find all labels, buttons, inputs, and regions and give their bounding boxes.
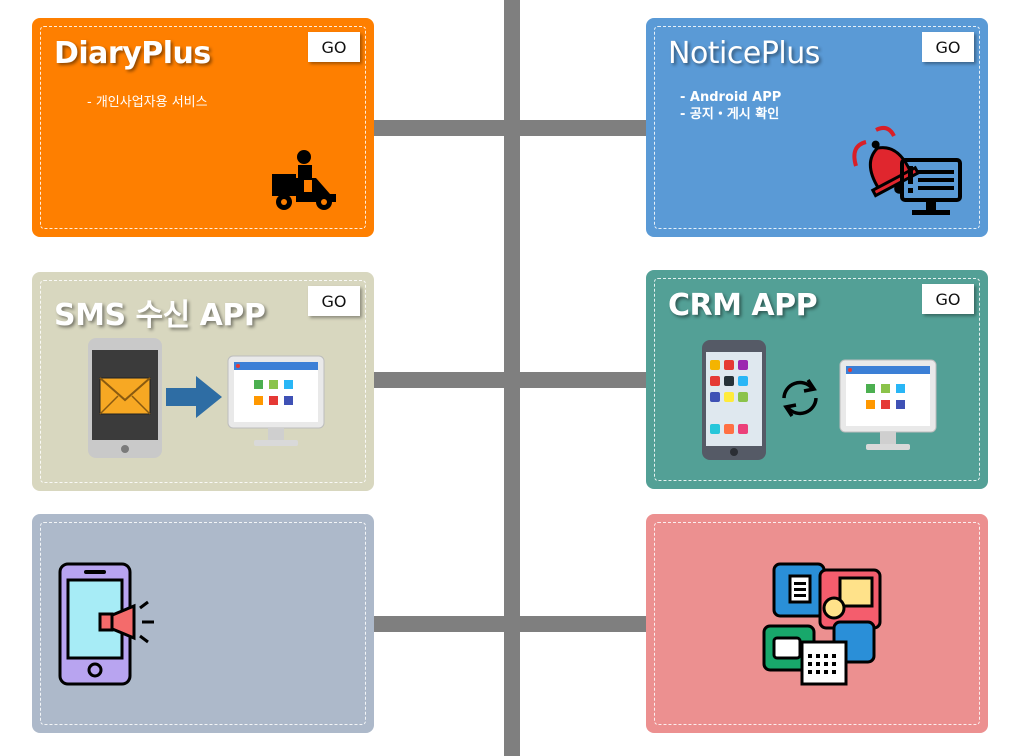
notification-bell-monitor-icon	[852, 126, 962, 215]
card-dashed-border	[40, 522, 366, 725]
connector-left-1	[374, 120, 504, 136]
connector-right-1	[520, 120, 646, 136]
card-dashed-border	[654, 278, 980, 481]
promo-app-card[interactable]	[32, 514, 374, 733]
card-title: SMS 수신 APP	[54, 298, 266, 333]
app-collage-icon	[762, 562, 882, 686]
card-description-line-1: - Android APP	[680, 90, 782, 105]
phone-megaphone-icon	[58, 562, 154, 686]
apps-collage-card[interactable]	[646, 514, 988, 733]
card-dashed-border	[654, 26, 980, 229]
go-button[interactable]: GO	[922, 284, 974, 314]
smartphone-apps-icon	[702, 340, 766, 460]
smartphone-mail-icon	[88, 338, 162, 458]
monitor-apps-icon	[227, 355, 325, 446]
arrow-right-icon	[166, 376, 222, 418]
connector-left-2	[374, 372, 504, 388]
card-title: NoticePlus	[668, 36, 820, 71]
crm-app-card[interactable]: CRM APP GO	[646, 270, 988, 489]
card-description-line-2: - 공지・게시 확인	[680, 107, 780, 122]
go-button[interactable]: GO	[308, 286, 360, 316]
card-dashed-border	[40, 26, 366, 229]
card-dashed-border	[40, 280, 366, 483]
connector-right-3	[520, 616, 646, 632]
card-dashed-border	[654, 522, 980, 725]
card-description: - 개인사업자용 서비스	[87, 95, 208, 110]
vertical-connector	[504, 0, 520, 756]
go-button[interactable]: GO	[922, 32, 974, 62]
card-title: DiaryPlus	[54, 36, 211, 71]
monitor-apps-icon	[839, 359, 937, 450]
connector-right-2	[520, 372, 646, 388]
go-button[interactable]: GO	[308, 32, 360, 62]
noticeplus-card[interactable]: NoticePlus GO - Android APP - 공지・게시 확인	[646, 18, 988, 237]
connector-left-3	[374, 616, 504, 632]
sync-icon	[782, 379, 818, 417]
diaryplus-card[interactable]: DiaryPlus GO - 개인사업자용 서비스	[32, 18, 374, 237]
sms-app-card[interactable]: SMS 수신 APP GO	[32, 272, 374, 491]
card-title: CRM APP	[668, 288, 818, 323]
delivery-truck-icon	[272, 150, 336, 210]
